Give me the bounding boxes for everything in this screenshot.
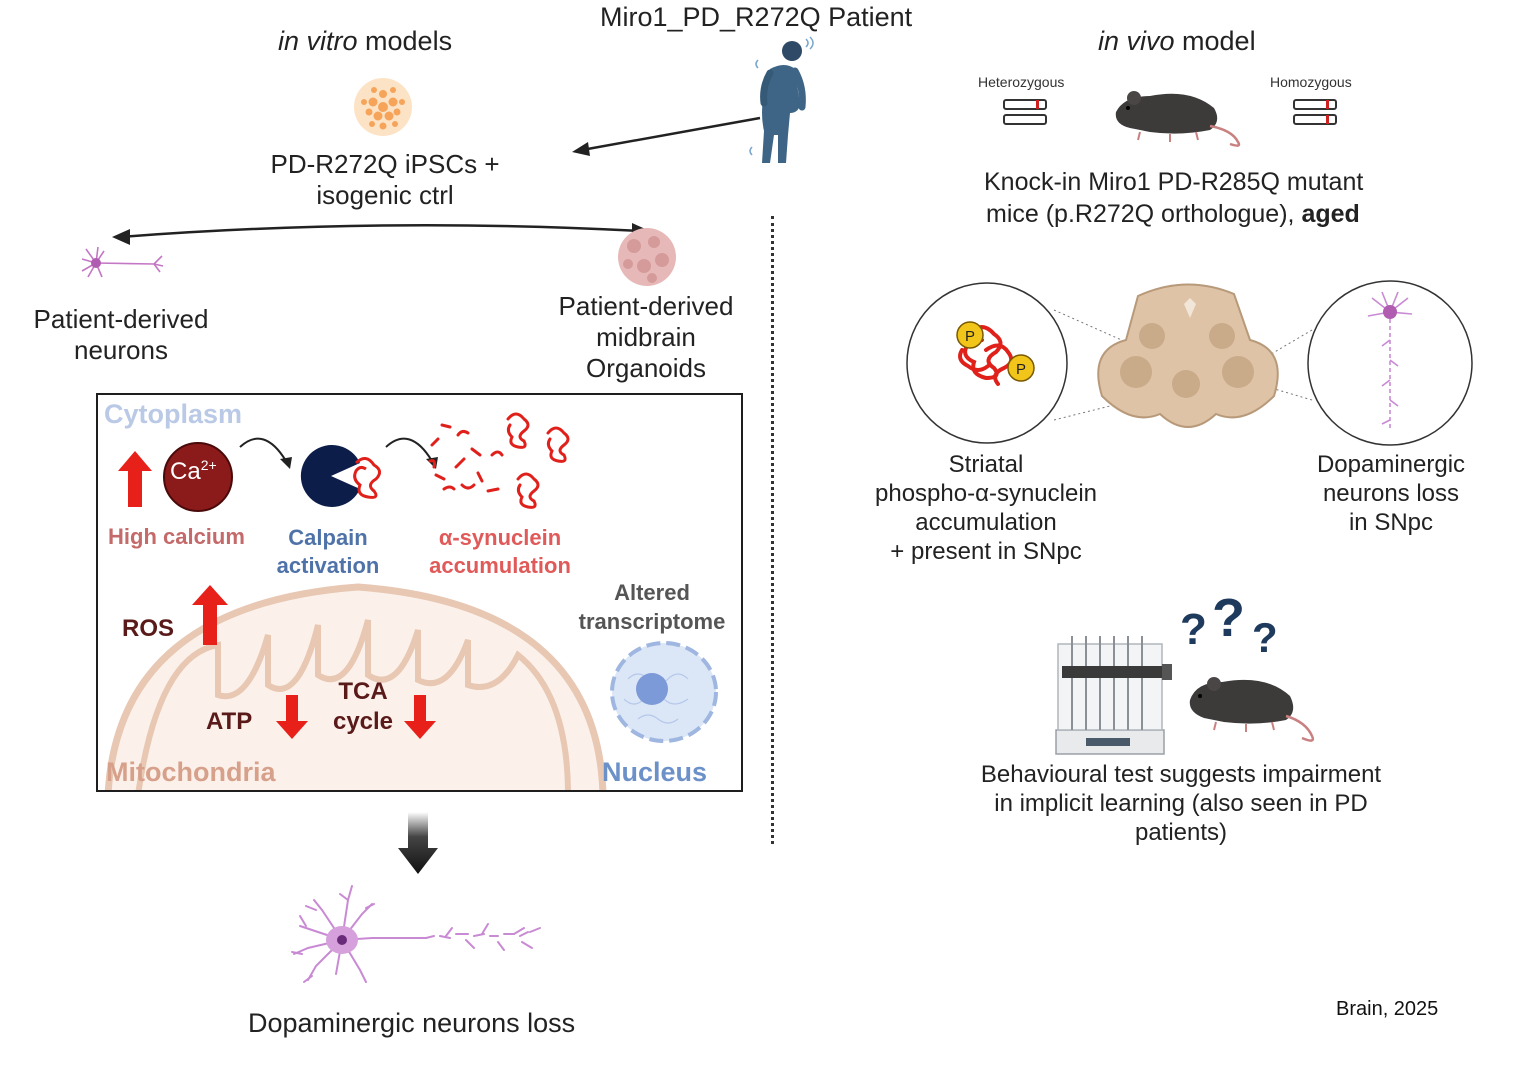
calcium-ion-label: Ca2+ [170, 457, 217, 486]
behaviour-mouse-icon [1189, 677, 1315, 742]
synuclein-label: α-synuclein accumulation [420, 524, 580, 580]
behaviour-label: Behavioural test suggests impairment in … [964, 760, 1398, 847]
striatal-line1: Striatal [948, 451, 1024, 478]
in-vitro-heading-italic: in vitro [278, 26, 358, 56]
mitochondrion-shape [104, 583, 607, 790]
behaviour-line3: patients) [1134, 819, 1228, 846]
in-vivo-heading: in vivo model [1098, 26, 1256, 57]
section-divider [771, 216, 774, 844]
organoids-label-line1: Patient-derived [558, 291, 734, 321]
calpain-label-line1: Calpain [288, 525, 368, 550]
outcome-down-arrow [398, 812, 438, 874]
ipsc-label: PD-R272Q iPSCs + isogenic ctrl [262, 149, 508, 211]
striatal-line3: accumulation [915, 509, 1057, 536]
organoid-icon [618, 228, 676, 286]
cytoplasm-text: Cytoplasm [104, 399, 243, 429]
calcium-charge: 2+ [200, 457, 217, 473]
organoids-label-line2: midbrain [596, 322, 696, 352]
nucleus-label: Nucleus [602, 757, 708, 787]
knockin-line2-bold: aged [1301, 200, 1360, 228]
atp-down-arrow [276, 695, 308, 739]
divergent-arrow [112, 223, 650, 245]
patient-icon [749, 36, 814, 163]
knockin-line2-plain: mice (p.R272Q orthologue), [986, 200, 1302, 228]
calcium-ion-text: Ca [170, 458, 201, 485]
cell-mechanism-box: Cytoplasm Ca2+ High calcium Calpain a [96, 393, 743, 792]
striatal-label: Striatal phospho-α-synuclein accumulatio… [868, 450, 1104, 566]
homozygous-label: Homozygous [1270, 74, 1352, 90]
high-calcium-label: High calcium [108, 524, 245, 549]
svg-text:?: ? [1252, 614, 1278, 661]
striatal-line2: phospho-α-synuclein [875, 480, 1097, 507]
patient-title: Miro1_PD_R272Q Patient [600, 2, 913, 32]
homozygous-chromosome-icon [1293, 99, 1337, 125]
atp-label: ATP [206, 708, 253, 735]
calcium-to-calpain-arrow [239, 437, 292, 469]
organoids-label-line3: Organoids [586, 353, 706, 383]
synuclein-bound-icon [353, 457, 381, 499]
altered-transcriptome-line1: Altered [614, 580, 690, 605]
phospho-marker-2: P [1016, 361, 1026, 378]
behaviour-apparatus-icon [1055, 636, 1172, 755]
neurons-label-line1: Patient-derived [33, 304, 209, 334]
calcium-ion-icon [163, 442, 233, 512]
organoids-label: Patient-derived midbrain Organoids [552, 291, 740, 384]
citation: Brain, 2025 [1336, 998, 1439, 1020]
svg-text:?: ? [1180, 605, 1207, 654]
behaviour-line1: Behavioural test suggests impairment [980, 761, 1382, 788]
altered-transcriptome-line2: transcriptome [578, 609, 726, 634]
patient-to-ipsc-arrow [572, 116, 761, 156]
mouse-icon [1115, 91, 1241, 147]
svg-text:?: ? [1212, 588, 1245, 648]
dopaminergic-neuron-icon [291, 885, 541, 983]
calpain-label-line2: activation [276, 553, 380, 578]
da-neurons-loss-line2: neurons loss [1322, 480, 1460, 507]
tca-cycle-line1: TCA [338, 678, 388, 705]
altered-transcriptome-label: Altered transcriptome [570, 578, 734, 636]
in-vitro-heading-rest: models [357, 26, 453, 56]
ipsc-cluster-icon [354, 78, 412, 136]
tca-down-arrow [404, 695, 436, 739]
question-marks-icon: ? ? ? [1180, 588, 1278, 661]
knockin-line1: Knock-in Miro1 PD-R285Q mutant [984, 168, 1364, 196]
calpain-icon [300, 445, 360, 507]
calpain-label: Calpain activation [270, 524, 386, 580]
in-vivo-heading-italic: in vivo [1098, 26, 1175, 56]
ipsc-label-line2: isogenic ctrl [316, 180, 454, 210]
synuclein-label-line2: accumulation [429, 553, 571, 578]
knockin-line2: mice (p.R272Q orthologue), aged [986, 198, 1360, 230]
mitochondria-label: Mitochondria [106, 757, 276, 787]
ipsc-label-line1: PD-R272Q iPSCs + [270, 149, 500, 179]
tca-cycle-label: TCA cycle [328, 677, 398, 737]
brain-section-diagram: P P [906, 280, 1473, 446]
ros-label: ROS [122, 615, 175, 642]
ros-up-arrow [192, 585, 228, 645]
neurons-label: Patient-derived neurons [28, 304, 214, 366]
nucleus-icon [610, 641, 718, 743]
in-vitro-heading: in vitro models [278, 26, 452, 57]
behaviour-line2: in implicit learning (also seen in PD [994, 790, 1368, 817]
dopaminergic-loss-label: Dopaminergic neurons loss [248, 1008, 576, 1038]
in-vivo-heading-rest: model [1174, 26, 1256, 56]
striatal-line4: + present in SNpc [890, 538, 1082, 565]
calcium-up-arrow [118, 451, 152, 507]
phospho-marker-1: P [965, 328, 975, 345]
da-neurons-loss-line1: Dopaminergic [1316, 451, 1466, 478]
heterozygous-chromosome-icon [1003, 99, 1047, 125]
neuron-icon [81, 246, 164, 278]
synuclein-aggregates-icon [428, 412, 570, 509]
heterozygous-label: Heterozygous [978, 74, 1065, 90]
tca-cycle-line2: cycle [332, 708, 394, 735]
synuclein-label-line1: α-synuclein [438, 525, 562, 550]
cytoplasm-label: Cytoplasm [104, 399, 242, 430]
da-neurons-loss-label: Dopaminergic neurons loss in SNpc [1306, 450, 1476, 537]
da-neurons-loss-line3: in SNpc [1348, 509, 1434, 536]
neurons-label-line2: neurons [74, 335, 168, 365]
